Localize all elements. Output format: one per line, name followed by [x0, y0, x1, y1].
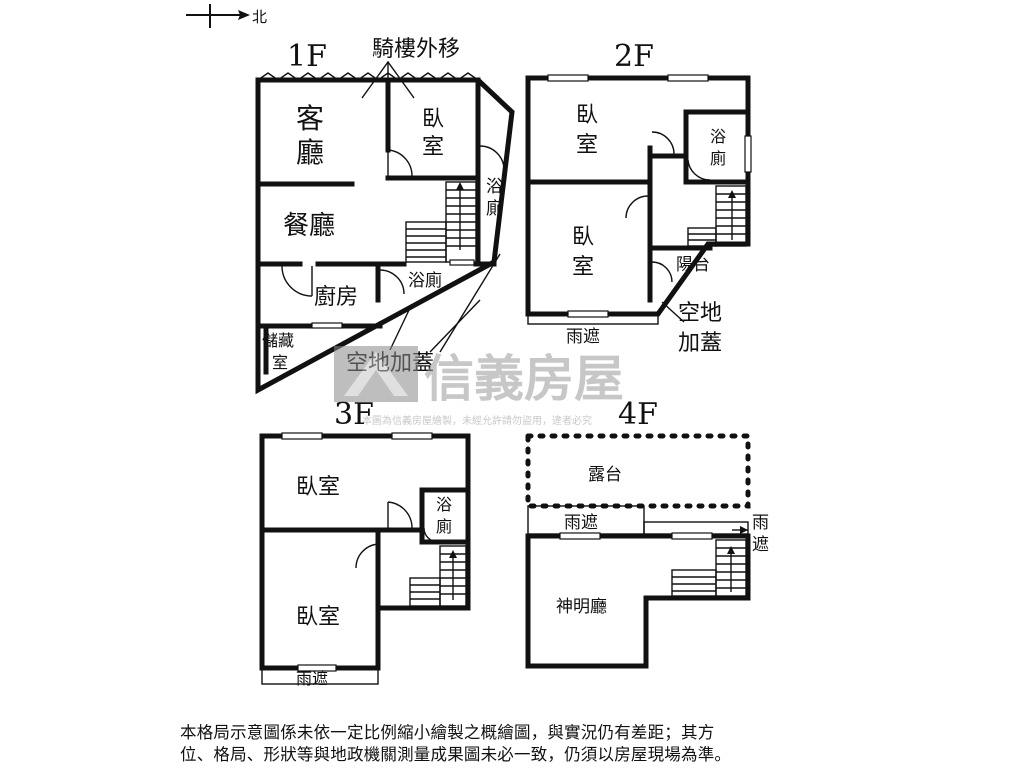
floor-4f: 4F 露台 雨遮 雨 遮 神明廳 [525, 397, 769, 669]
room-3f-bath-2: 廁 [436, 517, 452, 536]
brand-logo-icon [334, 346, 418, 402]
disclaimer-line-1: 本格局示意圖係未依一定比例縮小繪製之概繪圖，與實況仍有差距；其方 [180, 723, 715, 742]
room-living-2: 廳 [296, 136, 324, 169]
room-2f-bedroom-top-1: 臥 [576, 103, 598, 128]
room-dining: 餐廳 [283, 211, 335, 241]
room-2f-balcony: 陽台 [676, 255, 710, 275]
floor-3f: 3F 臥室 臥室 浴 廁 雨遮 [259, 397, 471, 688]
floor-4f-label: 4F [618, 397, 658, 432]
room-1f-bedroom-2: 室 [422, 135, 444, 160]
north-label: 北 [252, 8, 267, 26]
extension-annotation-2f-1: 空地 [678, 301, 722, 326]
floor-2f-label: 2F [614, 39, 654, 74]
room-3f-bath-1: 浴 [436, 495, 452, 514]
room-2f-bedroom-mid-1: 臥 [572, 225, 594, 250]
room-2f-bath-1: 浴 [710, 127, 726, 146]
extension-annotation-2f-2: 加蓋 [678, 331, 722, 356]
room-1f-bedroom-1: 臥 [422, 107, 444, 132]
watermark-brand: 信義房屋 [424, 350, 624, 408]
watermark-tagline: 本圖為信義房屋繪製，未經允許請勿盜用，違者必究 [362, 414, 592, 427]
room-4f-awning-right-2: 遮 [752, 535, 769, 555]
room-1f-bath-side-1: 浴 [486, 177, 503, 197]
floor-1f-label: 1F [287, 39, 327, 74]
room-storage-1: 儲藏 [262, 331, 294, 350]
room-1f-bath-small: 浴廁 [408, 270, 442, 291]
room-2f-bath-2: 廁 [710, 149, 726, 168]
room-3f-bedroom-top: 臥室 [296, 475, 340, 500]
room-kitchen: 廚房 [314, 285, 358, 310]
room-3f-bedroom-bottom: 臥室 [296, 605, 340, 630]
room-2f-awning: 雨遮 [566, 327, 600, 347]
disclaimer-note: 本格局示意圖係未依一定比例縮小繪製之概繪圖，與實況仍有差距；其方 位、格局、形狀… [180, 722, 860, 766]
room-2f-bedroom-top-2: 室 [576, 133, 598, 158]
brand-watermark: 信義房屋 本圖為信義房屋繪製，未經允許請勿盜用，違者必究 [334, 346, 624, 427]
arcade-annotation: 騎樓外移 [372, 37, 460, 62]
room-1f-bath-side-2: 廁 [486, 198, 503, 219]
floor-1f: 1F 騎樓外移 [255, 37, 515, 395]
room-4f-awning-left: 雨遮 [564, 513, 598, 533]
floor-2f: 2F 臥 室 臥 室 浴 廁 陽台 [525, 39, 752, 356]
disclaimer-line-2: 位、格局、形狀等與地政機關測量成果圖未必一致，仍須以房屋現場為準。 [180, 745, 732, 764]
room-3f-awning: 雨遮 [296, 669, 328, 688]
room-storage-2: 室 [272, 353, 288, 372]
room-4f-awning-right-1: 雨 [752, 513, 769, 533]
room-living-1: 客 [296, 102, 324, 135]
floor-3f-label: 3F [334, 397, 374, 432]
room-2f-bedroom-mid-2: 室 [572, 255, 594, 280]
north-compass-icon [186, 4, 250, 28]
room-4f-shrine: 神明廳 [556, 597, 607, 617]
room-4f-terrace: 露台 [588, 465, 622, 485]
